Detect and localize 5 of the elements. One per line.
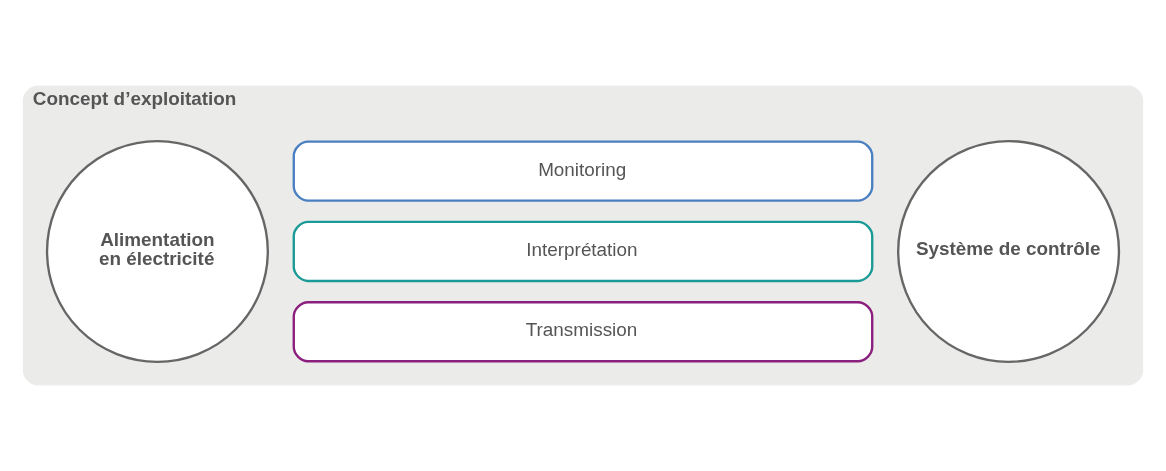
node-box: Transmission	[292, 301, 874, 363]
node-circle: Alimentation en électricité	[45, 139, 269, 363]
node-box: Interprétation	[292, 220, 874, 283]
node-box: Monitoring	[292, 140, 874, 202]
node-circle: Système de contrôle	[897, 139, 1121, 363]
